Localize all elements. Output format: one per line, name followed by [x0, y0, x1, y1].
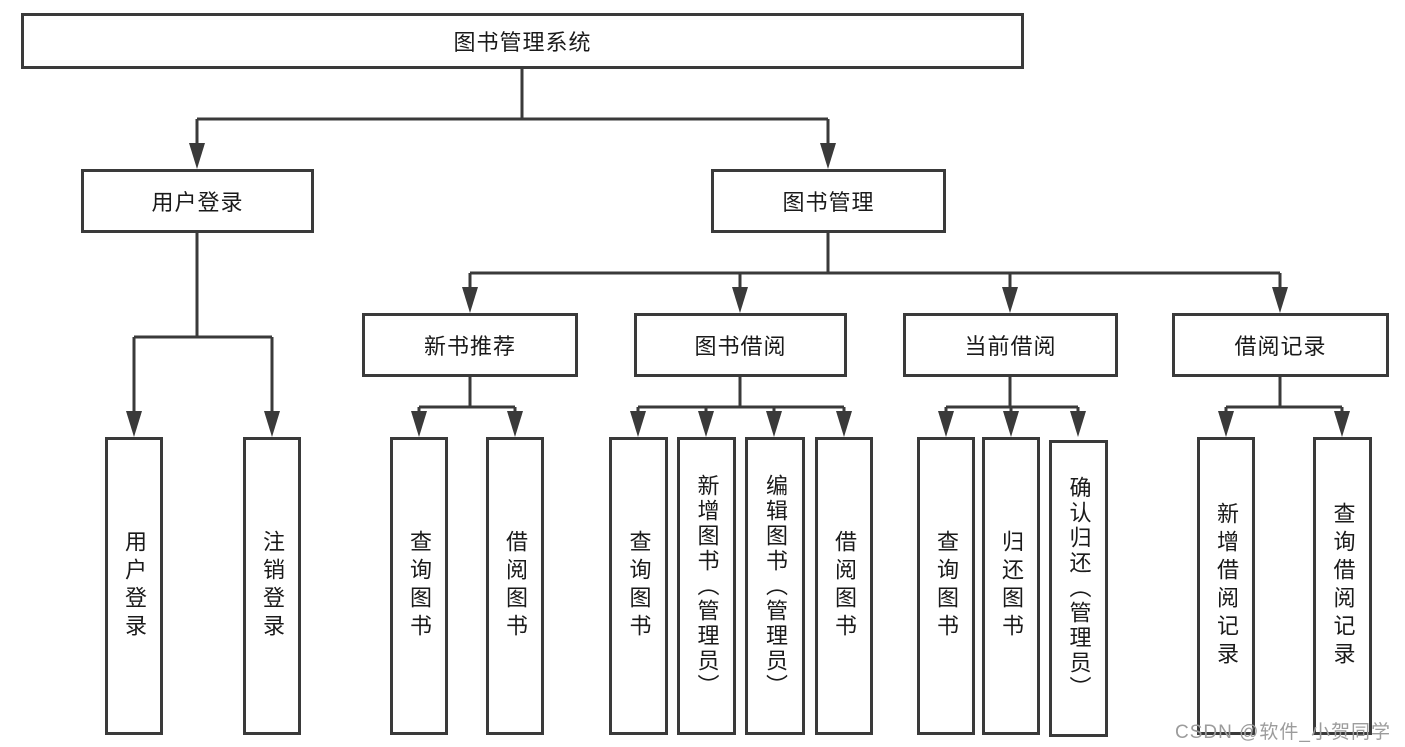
leaf-borrowing-edit-books-admin: 编辑图书（管理员）	[745, 437, 805, 735]
csdn-watermark: CSDN @软件_小贺同学	[1175, 722, 1391, 743]
node-book-management: 图书管理	[711, 169, 946, 233]
node-new-book-recommend: 新书推荐	[362, 313, 578, 377]
node-book-borrowing: 图书借阅	[634, 313, 847, 377]
leaf-logout: 注销登录	[243, 437, 301, 735]
node-current-borrowing: 当前借阅	[903, 313, 1118, 377]
leaf-current-query-books: 查询图书	[917, 437, 975, 735]
leaf-user-login: 用户登录	[105, 437, 163, 735]
node-user-login: 用户登录	[81, 169, 314, 233]
leaf-borrowing-borrow-books: 借阅图书	[815, 437, 873, 735]
leaf-newbook-query-books: 查询图书	[390, 437, 448, 735]
node-borrowing-records: 借阅记录	[1172, 313, 1389, 377]
leaf-borrowing-query-books: 查询图书	[609, 437, 668, 735]
leaf-records-query-record: 查询借阅记录	[1313, 437, 1372, 735]
leaf-borrowing-add-books-admin: 新增图书（管理员）	[677, 437, 736, 735]
leaf-newbook-borrow-books: 借阅图书	[486, 437, 544, 735]
leaf-records-add-record: 新增借阅记录	[1197, 437, 1255, 735]
leaf-current-confirm-return-admin: 确认归还（管理员）	[1049, 440, 1108, 737]
node-library-management-system: 图书管理系统	[21, 13, 1024, 69]
leaf-current-return-books: 归还图书	[982, 437, 1040, 735]
